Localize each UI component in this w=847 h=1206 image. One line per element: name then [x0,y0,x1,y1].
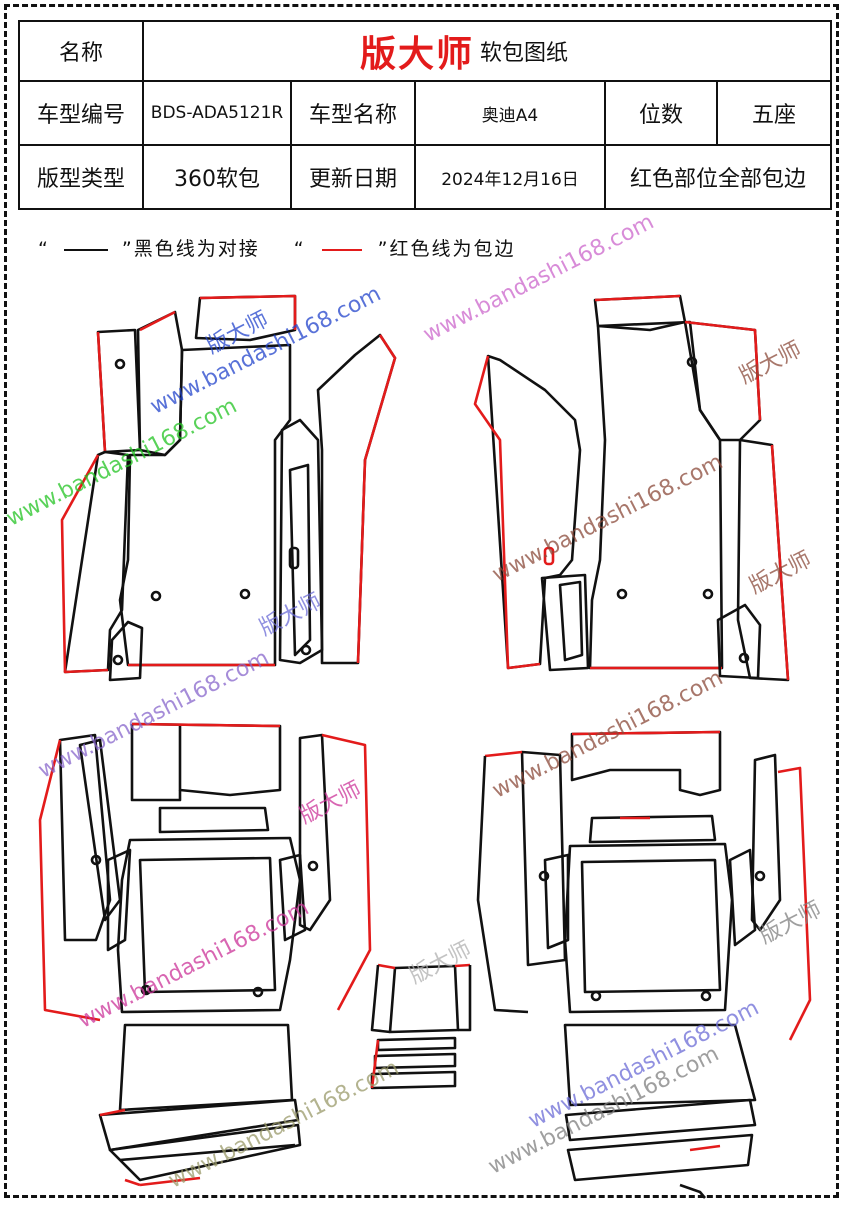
red-line-sample [321,248,362,251]
seats-value: 五座 [715,80,833,146]
front-left-panel [60,294,397,682]
legend-red-text: 红色线为包边 [389,238,516,260]
model-code: BDS-ADA5121R [142,80,292,146]
rear-right-panel [476,730,812,1199]
note-value: 红色部位全部包边 [603,144,833,210]
legend-quote-close: ” [121,238,134,260]
subtitle: 软包图纸 [480,41,569,66]
date-value: 2024年12月16日 [414,144,606,210]
legend-black-text: 黑色线为对接 [133,238,260,260]
name-label: 名称 [18,20,144,82]
date-label: 更新日期 [290,144,416,210]
model-code-label: 车型编号 [18,80,144,146]
seats-label: 位数 [604,80,718,146]
legend-quote-open: “ [38,238,50,260]
black-line-sample [63,248,108,251]
rear-left-panel [38,722,372,1187]
legend: “”黑色线为对接 “”红色线为包边 [38,234,515,261]
legend-quote-close-2: ” [377,238,390,260]
model-name: 奥迪A4 [414,80,606,146]
dashed-border [4,4,839,1198]
model-name-label: 车型名称 [290,80,416,146]
brand-title: 版大师 [360,34,475,75]
front-right-panel [473,294,790,682]
center-tunnel [370,963,472,1090]
type-value: 360软包 [142,144,292,210]
title-cell: 版大师软包图纸 [141,20,833,82]
legend-quote-open-2: “ [293,238,306,260]
type-label: 版型类型 [18,144,144,210]
info-table: 名称 版大师软包图纸 车型编号 BDS-ADA5121R 车型名称 奥迪A4 位… [18,20,833,210]
